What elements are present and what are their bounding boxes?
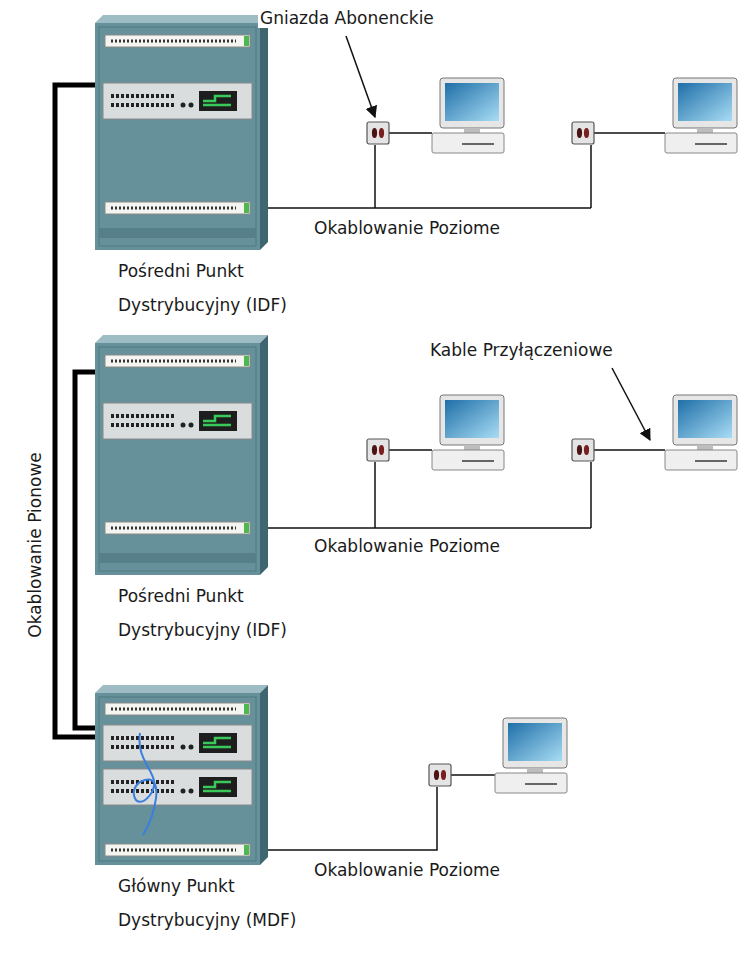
computer-icon [665, 395, 737, 470]
wall-socket [572, 439, 594, 461]
callout-label: Okablowanie Poziome [312, 860, 502, 880]
callout-label: Okablowanie Poziome [312, 536, 502, 556]
rack-label: Pośredni Punkt Dystrybucyjny (IDF) [95, 579, 333, 647]
wall-socket [367, 439, 389, 461]
horizontal-cabling [268, 133, 665, 850]
computer-icon [665, 78, 737, 153]
wall-socket [572, 122, 594, 144]
rack-label: Pośredni Punkt Dystrybucyjny (IDF) [95, 254, 333, 322]
callout-label: Okablowanie Poziome [312, 218, 502, 238]
computers [432, 78, 737, 793]
vertical-cable [75, 372, 95, 728]
rack-label: Główny Punkt Dystrybucyjny (MDF) [95, 869, 333, 937]
computer-icon [495, 718, 567, 793]
distribution-rack: Pośredni Punkt Dystrybucyjny (IDF) [95, 15, 335, 322]
distribution-rack: Pośredni Punkt Dystrybucyjny (IDF) [95, 335, 335, 647]
callout-label: Gniazda Abonenckie [258, 8, 436, 28]
wall-socket [367, 122, 389, 144]
vertical-cable [55, 85, 95, 737]
wall-socket [429, 764, 451, 786]
rack-cabinet [95, 15, 268, 250]
rack-cabinet [95, 685, 268, 865]
computer-icon [432, 395, 504, 470]
computer-icon [432, 78, 504, 153]
rack-drawing [95, 685, 269, 865]
rack-drawing [95, 15, 269, 250]
callout-label: Kable Przyłączeniowe [428, 340, 615, 360]
distribution-rack: Główny Punkt Dystrybucyjny (MDF) [95, 685, 335, 937]
rack-drawing [95, 335, 269, 575]
rack-cabinet [95, 335, 268, 575]
leader-arrows [346, 36, 650, 440]
vertical-cabling-label: Okablowanie Pionowe [25, 450, 45, 639]
